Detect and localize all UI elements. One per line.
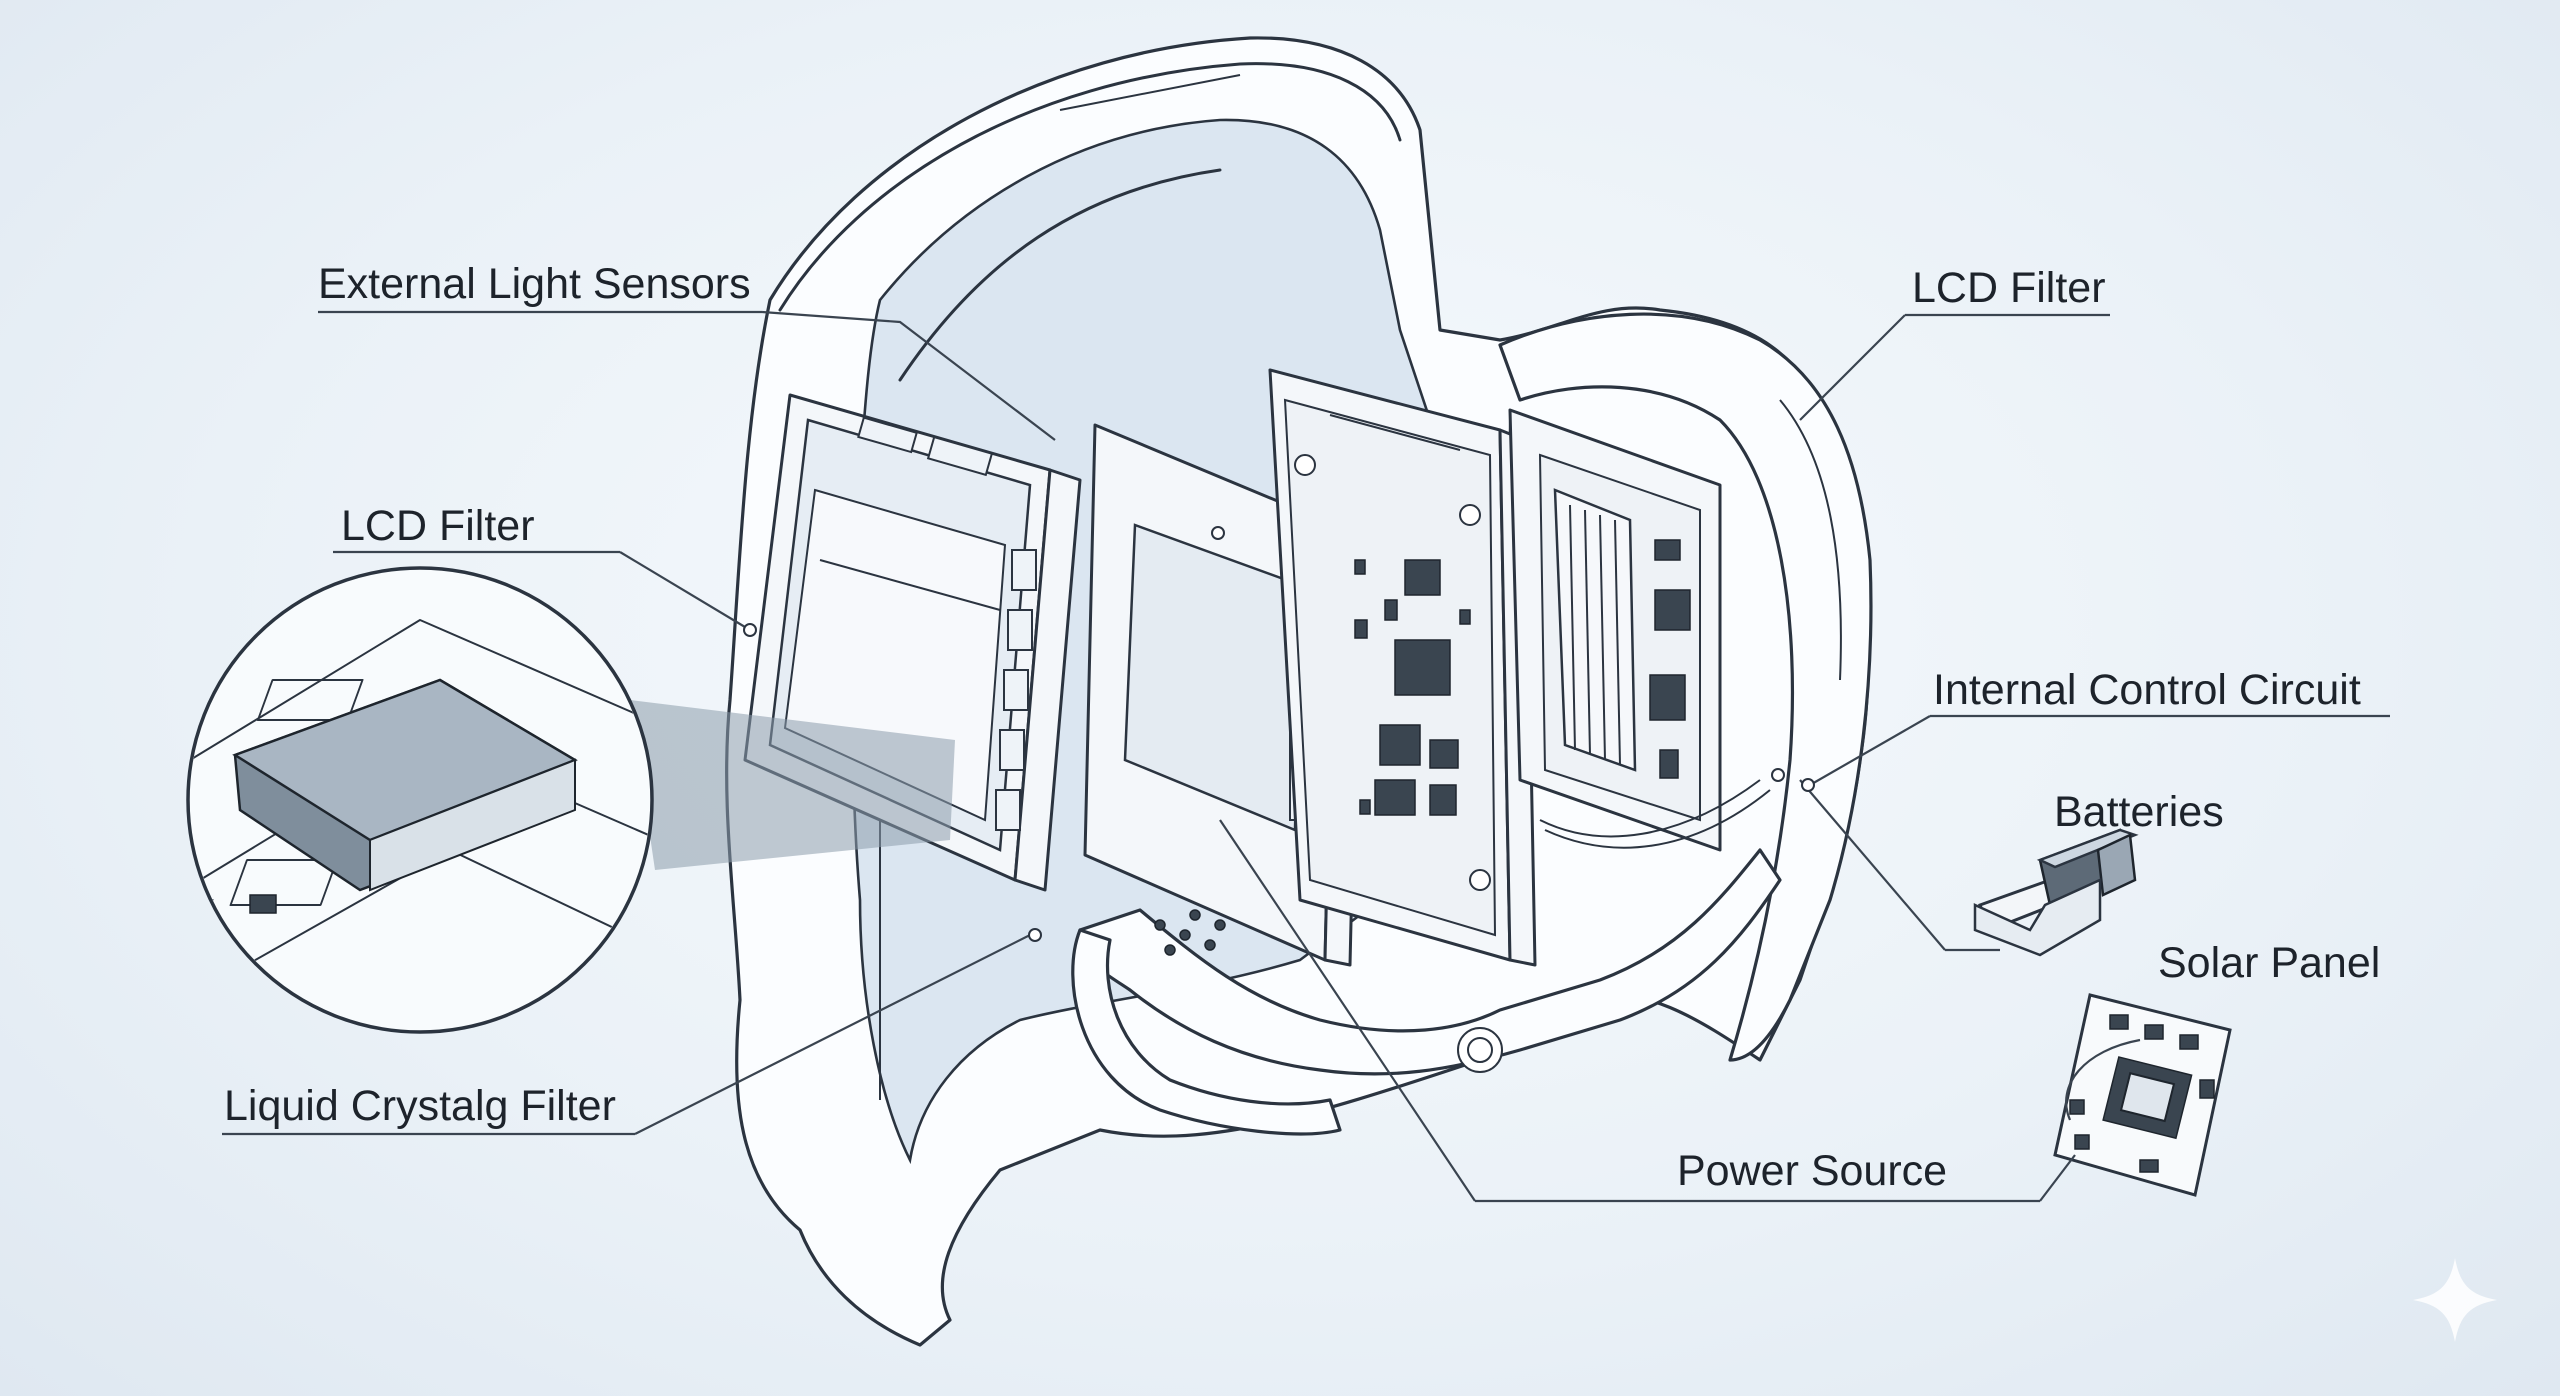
label-internal-control-circuit: Internal Control Circuit <box>1933 666 2361 714</box>
board-chips <box>1354 559 1471 816</box>
solar-panel-part <box>2053 993 2232 1197</box>
batteries-part <box>1973 828 2139 957</box>
leader-lines <box>222 310 2390 1203</box>
rear-control-circuit <box>1508 408 1771 852</box>
label-batteries: Batteries <box>2054 788 2224 836</box>
headband-holes <box>1154 909 1226 956</box>
top-light-sensor-strip <box>857 416 994 477</box>
sparkle-icon <box>2413 1258 2497 1342</box>
headband <box>1071 848 1782 1136</box>
magnifier-inset <box>186 566 955 1034</box>
main-circuit-board <box>1268 368 1537 967</box>
callout-labels: External Light Sensors LCD Filter Liquid… <box>224 260 2380 1195</box>
label-liquid-crystal-filter: Liquid Crystalg Filter <box>224 1082 616 1130</box>
cartridge-side-buttons <box>995 549 1037 831</box>
label-lcd-filter-right: LCD Filter <box>1912 264 2106 312</box>
label-solar-panel: Solar Panel <box>2158 939 2380 987</box>
label-external-light-sensors: External Light Sensors <box>318 260 751 308</box>
label-lcd-filter-left: LCD Filter <box>341 502 535 550</box>
label-power-source: Power Source <box>1677 1147 1947 1195</box>
